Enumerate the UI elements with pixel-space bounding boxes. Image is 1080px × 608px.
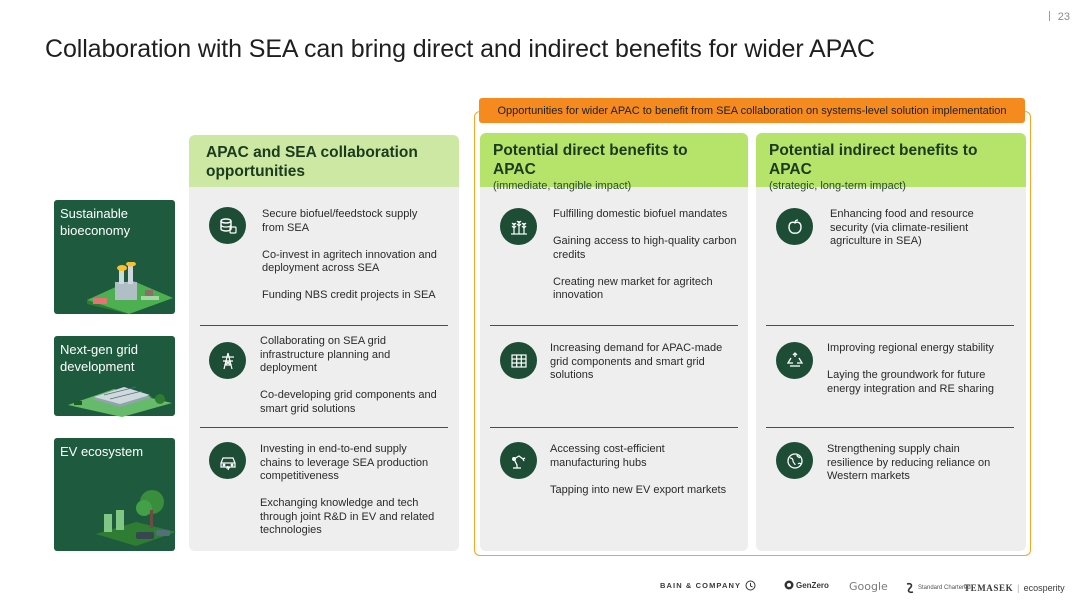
direct-benefits-subheading: (immediate, tangible impact) — [493, 180, 632, 192]
recycle-icon — [776, 342, 813, 379]
list-item: Investing in end-to-end supply chains to… — [260, 443, 429, 482]
page-number: 23 — [1048, 11, 1070, 23]
solar-warehouse-illustration — [68, 386, 172, 417]
direct-benefits-heading: Potential direct benefits to APAC — [493, 142, 688, 178]
coins-stack-icon — [209, 207, 246, 244]
direct-benefits-column: Potential direct benefits to APAC (immed… — [480, 133, 748, 551]
row-divider — [200, 427, 448, 428]
factory-farm-illustration — [87, 262, 173, 314]
electric-car-icon — [209, 442, 246, 479]
indirect-benefits-list: Strengthening supply chain resilience by… — [827, 443, 1007, 484]
list-item: Tapping into new EV export markets — [550, 483, 727, 496]
robot-arm-icon — [500, 442, 537, 479]
list-item: Gaining access to high-quality carbon cr… — [553, 235, 737, 261]
direct-benefits-list: Increasing demand for APAC-made grid com… — [550, 342, 730, 383]
indirect-benefits-list: Enhancing food and resource security (vi… — [830, 208, 1010, 249]
direct-benefits-list: Fulfilling domestic biofuel mandates Gai… — [553, 208, 738, 303]
indirect-benefits-heading: Potential indirect benefits to APAC — [769, 142, 978, 178]
row-divider — [766, 427, 1014, 428]
standard-chartered-logo: Standard Chartered — [905, 582, 971, 594]
google-logo: Google — [849, 580, 888, 593]
indirect-benefits-subheading: (strategic, long-term impact) — [769, 180, 906, 192]
list-item: Secure biofuel/feedstock supply from SEA — [262, 208, 418, 234]
genzero-logo: GenZero — [784, 580, 829, 590]
opportunities-heading: APAC and SEA collaboration opportunities — [206, 144, 418, 180]
temasek-ecosperity-logo: TEMASEK | ecosperity — [964, 583, 1065, 593]
indirect-benefits-column: Potential indirect benefits to APAC (str… — [756, 133, 1026, 551]
indirect-benefits-header: Potential indirect benefits to APAC (str… — [756, 133, 1026, 192]
globe-icon — [776, 442, 813, 479]
row-label-text: EV ecosystem — [60, 444, 144, 459]
list-item: Increasing demand for APAC-made grid com… — [550, 342, 723, 381]
list-item: Accessing cost-efficient manufacturing h… — [550, 443, 665, 469]
direct-benefits-list: Accessing cost-efficient manufacturing h… — [550, 443, 730, 497]
row-label-text: Sustainable bioeconomy — [60, 206, 131, 238]
list-item: Improving regional energy stability — [827, 342, 994, 354]
row-divider — [200, 325, 448, 326]
list-item: Co-developing grid components and smart … — [260, 389, 437, 415]
list-item: Creating new market for agritech innovat… — [553, 275, 713, 302]
row-divider — [490, 325, 738, 326]
indirect-benefits-list: Improving regional energy stability Layi… — [827, 342, 1007, 396]
grid-panel-icon — [500, 342, 537, 379]
bain-logo: BAIN & COMPANY — [660, 580, 756, 591]
power-pylon-icon — [209, 342, 246, 379]
opportunities-list: Investing in end-to-end supply chains to… — [260, 443, 440, 538]
list-item: Laying the groundwork for future energy … — [827, 369, 994, 395]
row-divider — [766, 325, 1014, 326]
ev-charging-illustration — [96, 490, 176, 546]
wheat-field-icon — [500, 208, 537, 245]
row-divider — [490, 427, 738, 428]
opportunities-header: APAC and SEA collaboration opportunities — [189, 135, 459, 187]
list-item: Co-invest in agritech innovation and dep… — [262, 248, 437, 275]
list-item: Enhancing food and resource security (vi… — [830, 208, 974, 247]
apple-icon — [776, 208, 813, 245]
direct-benefits-header: Potential direct benefits to APAC (immed… — [480, 133, 748, 192]
opportunities-list: Secure biofuel/feedstock supply from SEA… — [262, 208, 442, 303]
benefits-banner: Opportunities for wider APAC to benefit … — [479, 98, 1025, 123]
slide-title: Collaboration with SEA can bring direct … — [45, 35, 875, 63]
list-item: Collaborating on SEA grid infrastructure… — [260, 335, 391, 374]
opportunities-list: Collaborating on SEA grid infrastructure… — [260, 335, 440, 416]
list-item: Exchanging knowledge and tech through jo… — [260, 497, 435, 536]
list-item: Strengthening supply chain resilience by… — [827, 443, 991, 482]
row-label-text: Next-gen grid development — [60, 342, 139, 374]
list-item: Fulfilling domestic biofuel mandates — [553, 208, 728, 220]
list-item: Funding NBS credit projects in SEA — [262, 289, 436, 301]
